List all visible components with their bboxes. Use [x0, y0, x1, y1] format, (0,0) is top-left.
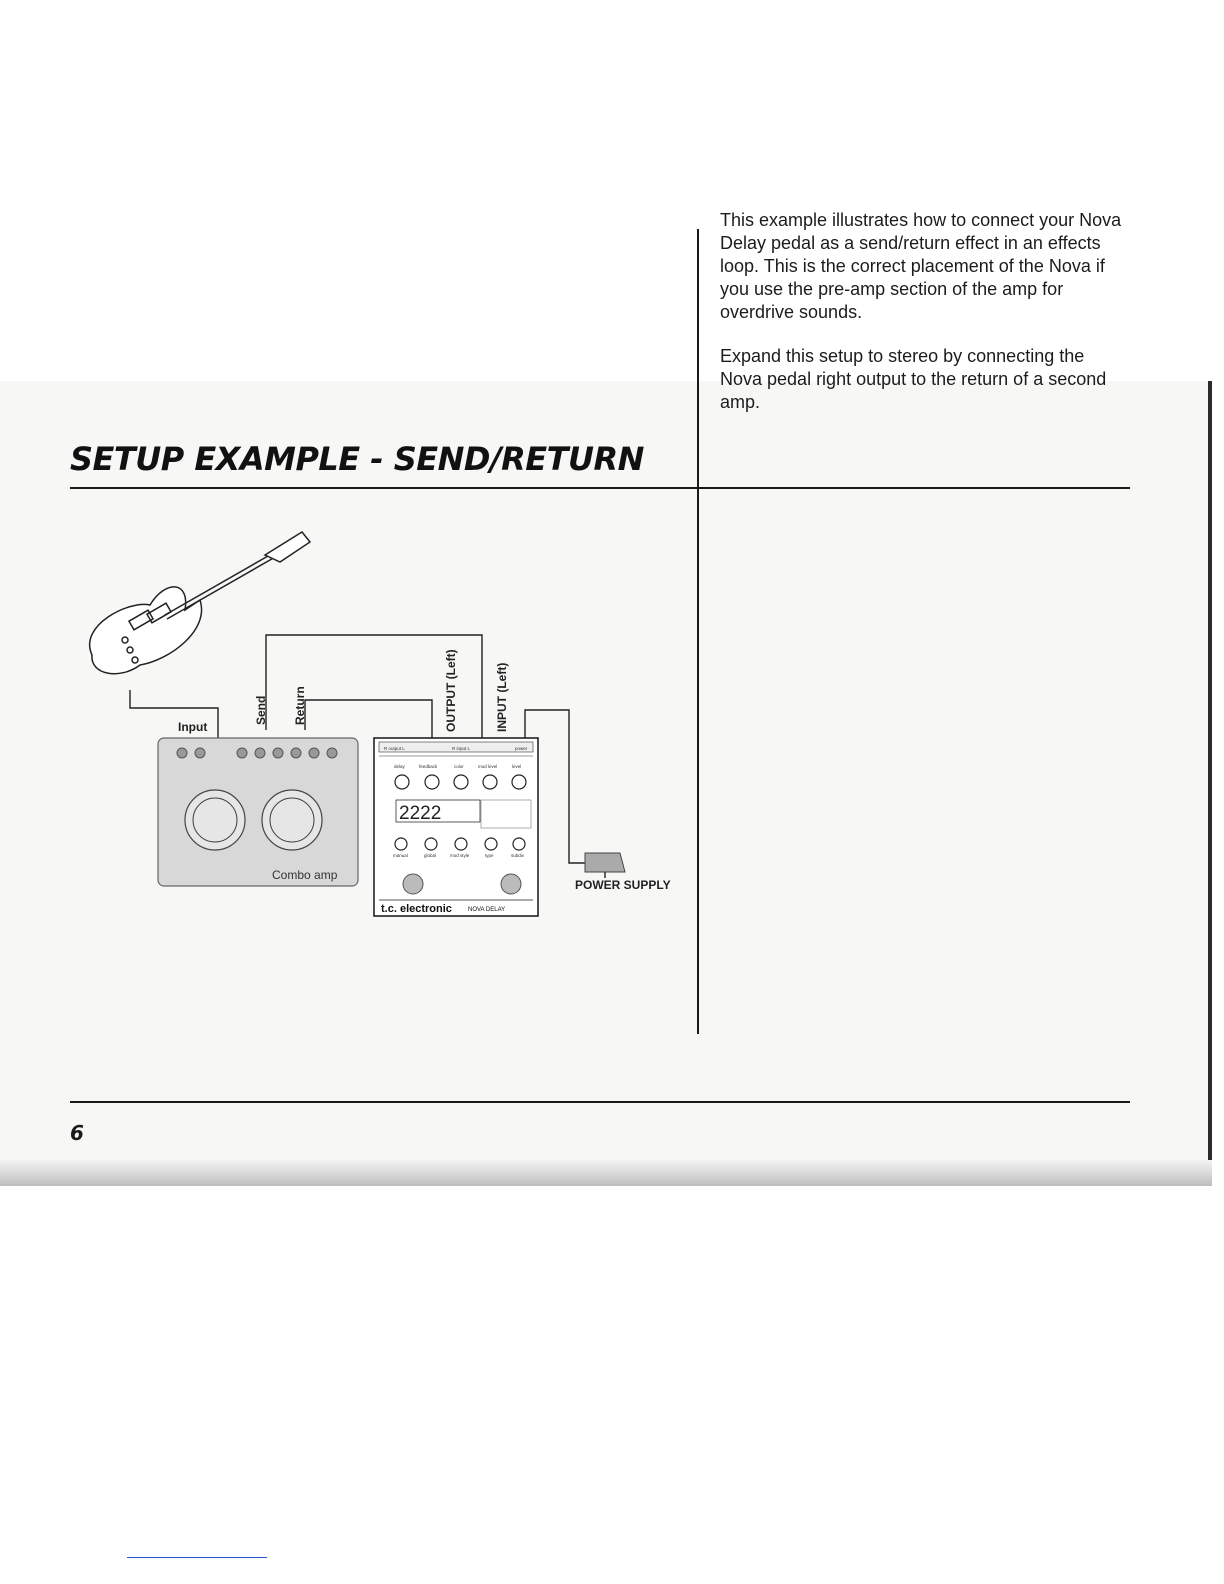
pedal-brand: t.c. electronic — [381, 903, 452, 915]
pedal-knob-label: delay — [394, 764, 406, 769]
input-left-label: INPUT (Left) — [495, 663, 509, 732]
output-left-label: OUTPUT (Left) — [444, 649, 458, 732]
scan-shadow — [0, 1160, 1212, 1186]
page-title: SETUP EXAMPLE - SEND/RETURN — [70, 440, 644, 478]
footer-link-underline — [127, 1557, 267, 1558]
footer-rule — [70, 1101, 1130, 1103]
page-number: 6 — [70, 1121, 84, 1145]
pedal-knob-label: level — [512, 764, 521, 769]
pedal-display: 2222 — [399, 803, 441, 824]
combo-amp-label: Combo amp — [272, 868, 338, 882]
pedal-jack-label: R input L — [452, 746, 471, 751]
pedal-button-label: subdiv — [511, 853, 525, 858]
pedal-knob-label: feedback — [419, 764, 438, 769]
cables — [129, 634, 585, 864]
power-supply-icon — [584, 852, 626, 878]
nova-delay-pedal — [373, 737, 539, 917]
scan-edge — [1208, 381, 1212, 1186]
pedal-button-label: global — [424, 853, 436, 858]
guitar-icon — [88, 531, 312, 675]
pedal-model: NOVA DELAY — [468, 907, 505, 913]
pedal-button-label: type — [485, 853, 494, 858]
pedal-button-label: mod style — [450, 853, 470, 858]
column-divider — [697, 229, 699, 1034]
amp-return-label: Return — [293, 686, 307, 725]
paragraph: Expand this setup to stereo by connectin… — [720, 346, 1107, 412]
setup-diagram: Input Send Return OUTPUT (Left) INPUT (L… — [88, 531, 671, 917]
pedal-jack-label: power — [515, 746, 528, 751]
title-rule — [70, 487, 1130, 489]
body-text: This example illustrates how to connect … — [720, 209, 1130, 435]
combo-amp — [157, 737, 359, 887]
power-supply-label: POWER SUPPLY — [575, 878, 671, 892]
pedal-knob-label: mod level — [478, 764, 497, 769]
amp-input-label: Input — [178, 720, 207, 734]
paragraph: This example illustrates how to connect … — [720, 210, 1122, 322]
pedal-knob-label: color — [454, 764, 464, 769]
amp-send-label: Send — [254, 696, 268, 725]
pedal-jack-label: R output L — [384, 746, 405, 751]
pedal-button-label: manual — [393, 853, 408, 858]
